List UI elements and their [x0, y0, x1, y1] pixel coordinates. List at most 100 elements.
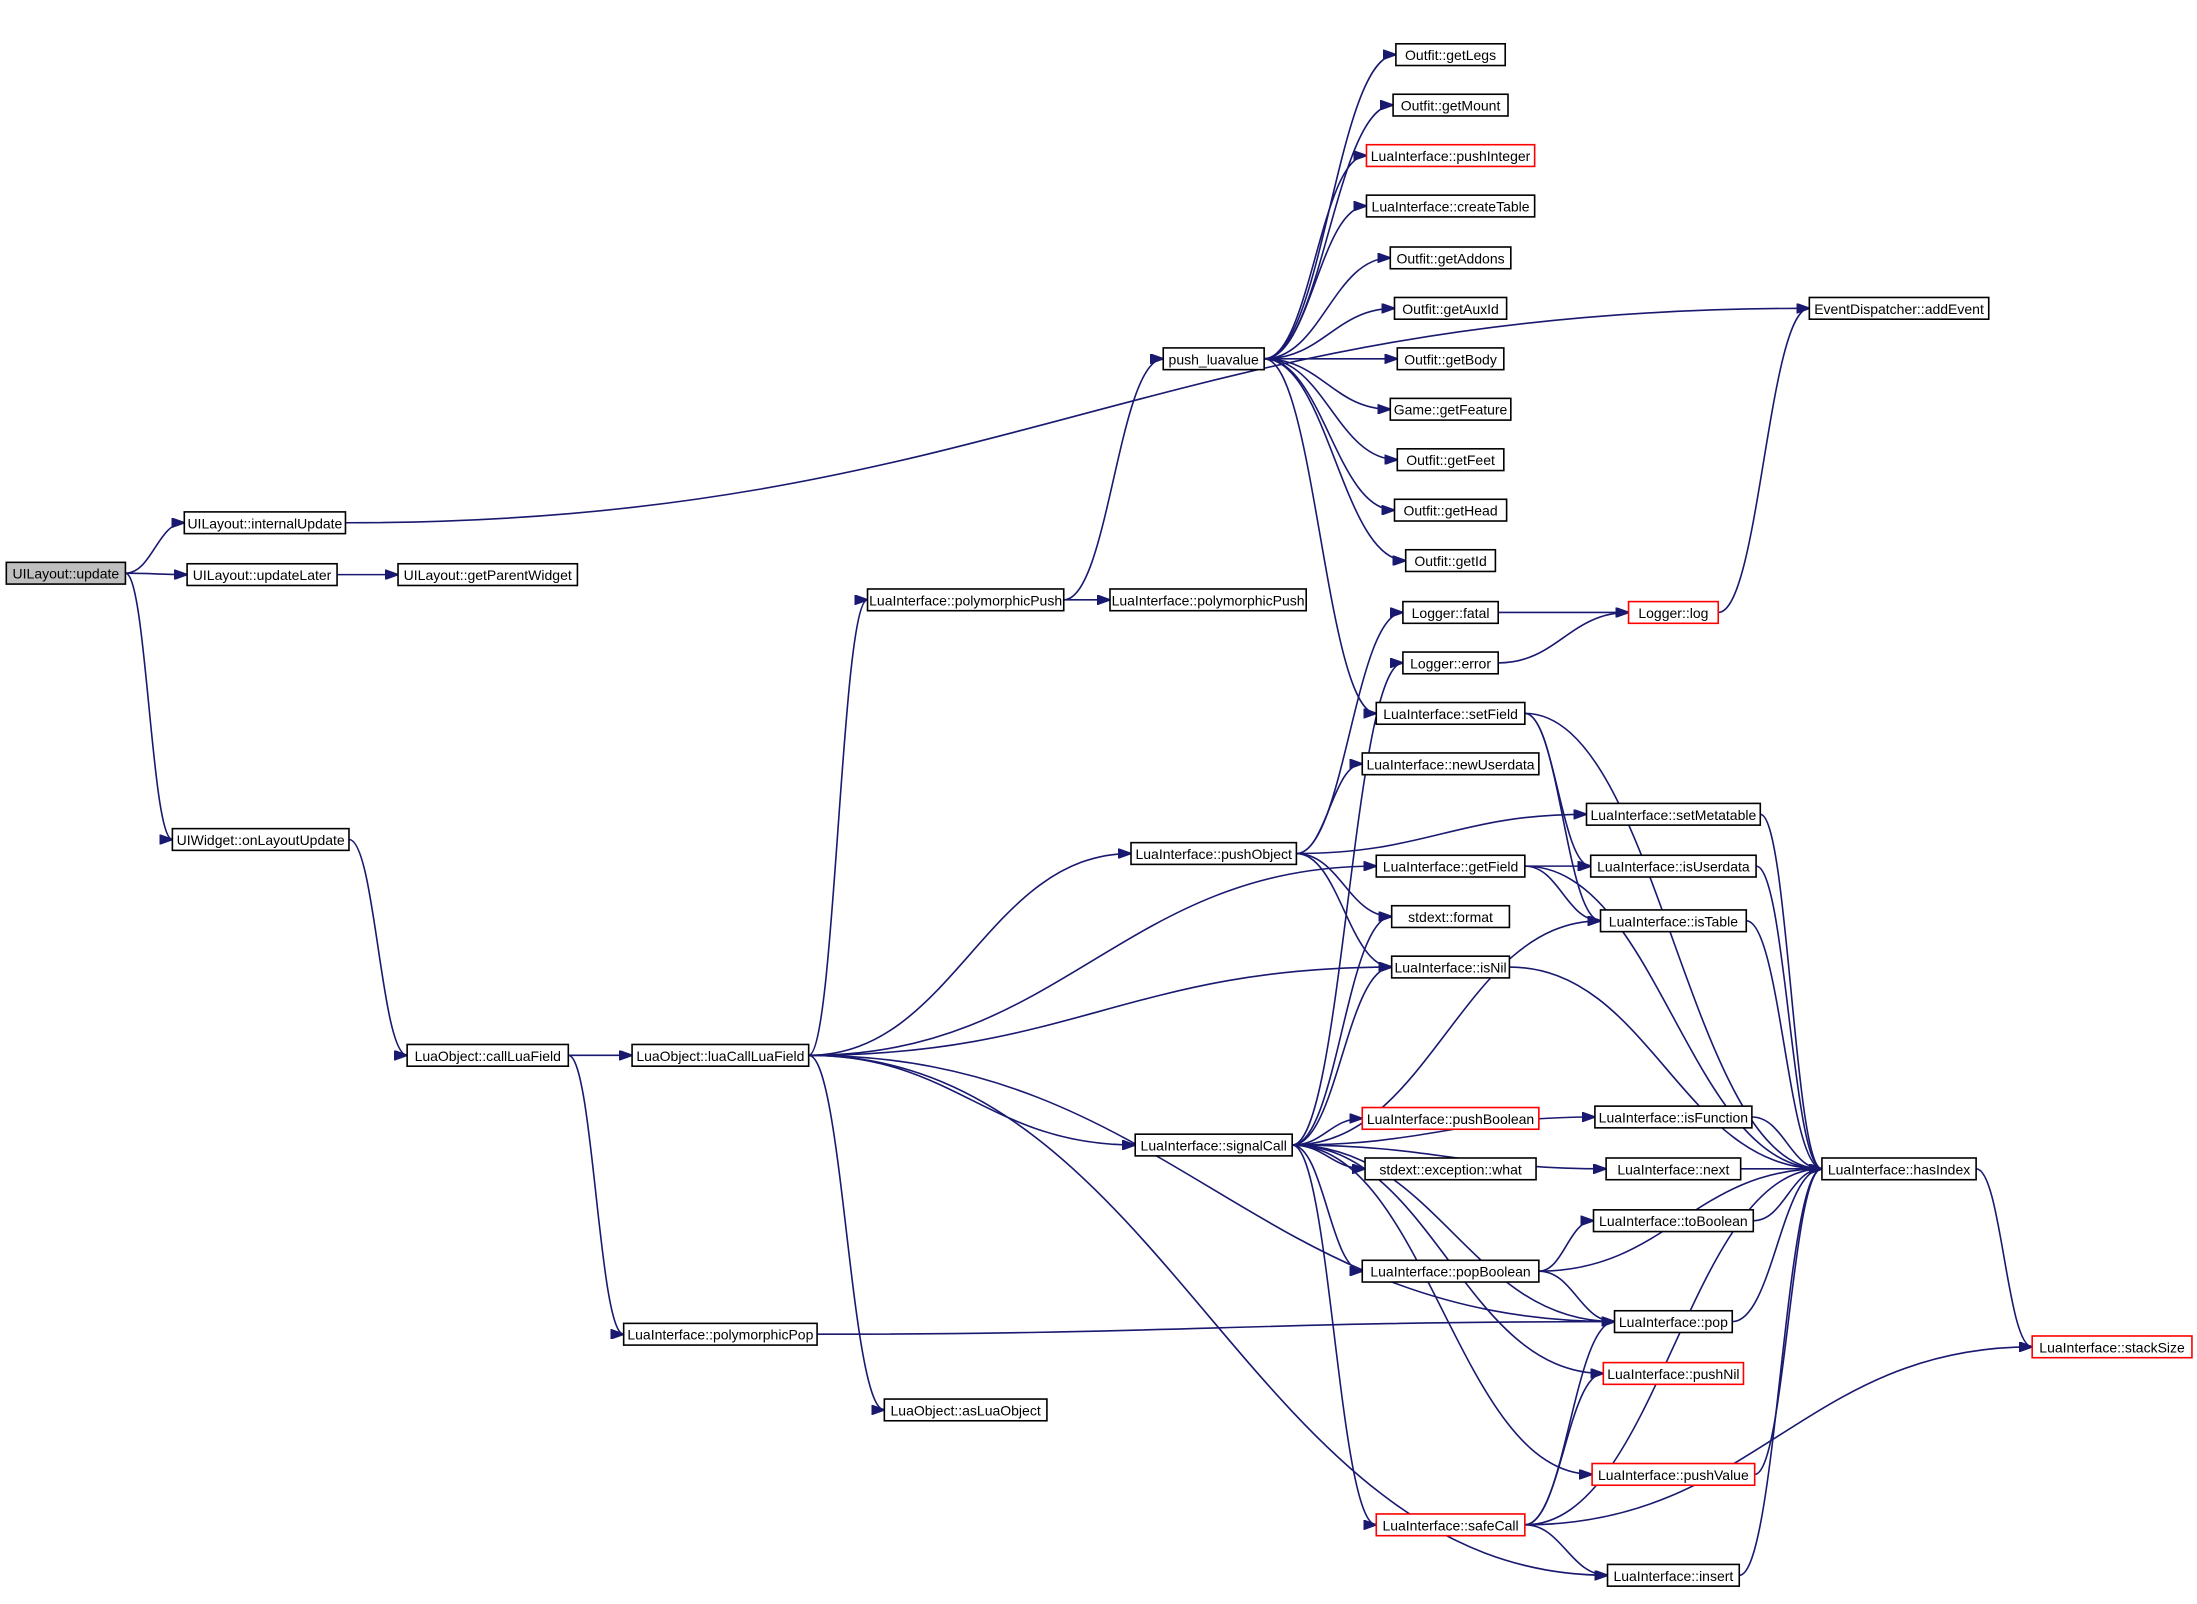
node-stack-size[interactable]: LuaInterface::stackSize: [2031, 1335, 2193, 1359]
node-push-integer[interactable]: LuaInterface::pushInteger: [1365, 143, 1536, 168]
node-label: stdext::exception::what: [1379, 1161, 1522, 1177]
node-label: Outfit::getAuxId: [1402, 301, 1499, 317]
node-box: [1389, 397, 1512, 421]
node-lua-call-lua-field[interactable]: LuaObject::luaCallLuaField: [631, 1043, 810, 1067]
node-get-body[interactable]: Outfit::getBody: [1396, 347, 1505, 371]
node-fatal[interactable]: Logger::fatal: [1402, 600, 1500, 625]
edge-push_luavalue-to-getAddons: [1264, 258, 1390, 360]
edge-push_luavalue-to-getFeature: [1264, 357, 1390, 409]
node-box: [1162, 347, 1265, 371]
node-label: LuaInterface::hasIndex: [1828, 1161, 1970, 1177]
edge-getField-to-hasIndex: [1524, 865, 1822, 1169]
node-box: [1364, 1157, 1537, 1181]
node-push-nil[interactable]: LuaInterface::pushNil: [1602, 1361, 1745, 1386]
node-get-mount[interactable]: Outfit::getMount: [1392, 93, 1509, 117]
node-push-object[interactable]: LuaInterface::pushObject: [1130, 841, 1298, 866]
edge-signalCall-to-pushNil: [1292, 1144, 1603, 1373]
node-label: LuaInterface::stackSize: [2039, 1339, 2185, 1355]
node-get-feet[interactable]: Outfit::getFeet: [1396, 448, 1505, 472]
node-box: [1402, 651, 1500, 675]
edge-push_luavalue-to-setField: [1264, 357, 1376, 714]
node-set-metatable[interactable]: LuaInterface::setMetatable: [1585, 802, 1762, 826]
edge-popBoolean-to-pop: [1538, 1270, 1615, 1321]
node-internal-update[interactable]: UILayout::internalUpdate: [183, 511, 347, 535]
node-call-lua-field[interactable]: LuaObject::callLuaField: [406, 1043, 570, 1067]
node-on-layout-update[interactable]: UIWidget::onLayoutUpdate: [171, 827, 350, 852]
node-box: [1390, 904, 1511, 929]
node-label: Outfit::getAddons: [1396, 250, 1504, 266]
edge-isUserdata-to-hasIndex: [1755, 865, 1822, 1169]
node-pop-boolean[interactable]: LuaInterface::popBoolean: [1361, 1259, 1540, 1283]
node-to-boolean[interactable]: LuaInterface::toBoolean: [1592, 1209, 1755, 1233]
nodes-layer: UILayout::update UILayout::internalUpdate…: [5, 42, 2193, 1587]
node-box: [171, 827, 350, 852]
edge-update-to-internalUpdate: [125, 523, 184, 575]
node-box: [1605, 1157, 1742, 1181]
node-box: [1591, 1462, 1756, 1487]
node-pop[interactable]: LuaInterface::pop: [1613, 1309, 1734, 1334]
node-is-nil[interactable]: LuaInterface::isNil: [1390, 955, 1511, 979]
node-push-value[interactable]: LuaInterface::pushValue: [1591, 1462, 1756, 1487]
edge-push_luavalue-to-getAuxId: [1264, 308, 1394, 360]
edge-signalCall-to-popBoolean: [1292, 1144, 1362, 1271]
node-polymorphic-pop[interactable]: LuaInterface::polymorphicPop: [622, 1322, 818, 1346]
node-insert[interactable]: LuaInterface::insert: [1606, 1563, 1741, 1587]
node-box: [1395, 42, 1507, 67]
node-label: Logger::log: [1638, 605, 1708, 621]
edge-luaCallLuaField-to-insert: [808, 1054, 1608, 1575]
node-has-index[interactable]: LuaInterface::hasIndex: [1821, 1157, 1977, 1181]
node-safe-call[interactable]: LuaInterface::safeCall: [1375, 1513, 1526, 1537]
node-label: LuaInterface::pushInteger: [1371, 148, 1531, 164]
node-error[interactable]: Logger::error: [1402, 651, 1500, 675]
edge-hasIndex-to-stackSize: [1975, 1168, 2032, 1347]
node-is-userdata[interactable]: LuaInterface::isUserdata: [1589, 854, 1757, 878]
node-get-aux-id[interactable]: Outfit::getAuxId: [1393, 296, 1508, 320]
node-add-event[interactable]: EventDispatcher::addEvent: [1808, 296, 1990, 320]
edge-luaCallLuaField-to-pushObject: [808, 854, 1131, 1057]
node-label: UILayout::getParentWidget: [404, 567, 572, 583]
node-push-boolean[interactable]: LuaInterface::pushBoolean: [1361, 1106, 1540, 1131]
node-get-feature[interactable]: Game::getFeature: [1389, 397, 1512, 421]
node-is-table[interactable]: LuaInterface::isTable: [1599, 909, 1748, 933]
node-box: [866, 588, 1065, 612]
node-what[interactable]: stdext::exception::what: [1364, 1157, 1537, 1181]
node-signal-call[interactable]: LuaInterface::signalCall: [1134, 1133, 1293, 1157]
node-next[interactable]: LuaInterface::next: [1605, 1157, 1742, 1181]
node-set-field[interactable]: LuaInterface::setField: [1375, 701, 1526, 726]
edge-luaCallLuaField-to-asLuaObject: [808, 1054, 885, 1410]
node-label: LuaObject::asLuaObject: [891, 1402, 1041, 1418]
node-log[interactable]: Logger::log: [1627, 600, 1720, 625]
node-get-head[interactable]: Outfit::getHead: [1393, 498, 1508, 522]
node-box: [883, 1398, 1048, 1422]
node-label: LuaInterface::setMetatable: [1591, 807, 1757, 823]
edge-signalCall-to-isFunction: [1292, 1117, 1595, 1146]
node-box: [2031, 1335, 2193, 1359]
node-label: LuaInterface::safeCall: [1382, 1517, 1518, 1533]
edge-push_luavalue-to-getHead: [1264, 357, 1394, 510]
node-polymorphic-push2[interactable]: LuaInterface::polymorphicPush: [1109, 588, 1307, 612]
node-create-table[interactable]: LuaInterface::createTable: [1365, 194, 1536, 218]
node-push_luavalue[interactable]: push_luavalue: [1162, 347, 1265, 371]
node-update[interactable]: UILayout::update: [5, 561, 127, 585]
edge-signalCall-to-isNil: [1292, 967, 1392, 1146]
node-label: LuaInterface::insert: [1613, 1568, 1733, 1584]
node-box: [1375, 701, 1526, 726]
node-box: [1606, 1563, 1741, 1587]
node-label: Outfit::getId: [1414, 553, 1486, 569]
node-new-userdata[interactable]: LuaInterface::newUserdata: [1361, 752, 1540, 776]
node-get-id[interactable]: Outfit::getId: [1404, 548, 1497, 573]
node-get-addons[interactable]: Outfit::getAddons: [1389, 246, 1512, 270]
node-box: [1402, 600, 1500, 625]
edge-signalCall-to-isTable: [1292, 921, 1600, 1146]
node-as-lua-object[interactable]: LuaObject::asLuaObject: [883, 1398, 1048, 1422]
edge-pop-to-hasIndex: [1732, 1169, 1822, 1323]
node-get-parent-widget[interactable]: UILayout::getParentWidget: [397, 562, 579, 587]
node-get-legs[interactable]: Outfit::getLegs: [1395, 42, 1507, 67]
node-label: LuaInterface::polymorphicPush: [1112, 592, 1305, 608]
node-polymorphic-push1[interactable]: LuaInterface::polymorphicPush: [866, 588, 1065, 612]
node-update-later[interactable]: UILayout::updateLater: [186, 562, 338, 587]
node-format[interactable]: stdext::format: [1390, 904, 1511, 929]
node-is-function[interactable]: LuaInterface::isFunction: [1594, 1105, 1753, 1129]
edge-callLuaField-to-polymorphicPop: [567, 1054, 623, 1334]
node-get-field[interactable]: LuaInterface::getField: [1375, 854, 1526, 878]
